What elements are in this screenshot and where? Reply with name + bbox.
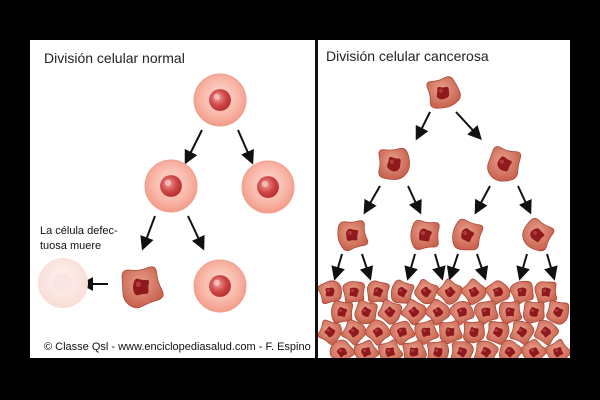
arrow-cancer-gen3-7 <box>516 253 530 281</box>
arrow-normal-2 <box>237 129 254 165</box>
normal-parent-cell <box>193 73 247 127</box>
arrow-normal-1 <box>184 129 203 165</box>
arrow-cancer-gen3-1 <box>331 253 345 281</box>
dying-cell-label: La célula defec- tuosa muere <box>40 225 118 252</box>
normal-granddaughter-cell <box>193 259 247 313</box>
cancer-cell-mass <box>449 301 475 326</box>
normal-daughter-cell-2 <box>241 160 295 214</box>
cancer-cell-mass <box>460 278 487 305</box>
cancer-cell-mass <box>450 341 474 358</box>
cancer-cell-mass <box>341 319 367 346</box>
cancer-cell-mass <box>534 319 559 346</box>
cancer-cell-mass <box>414 319 440 345</box>
arrow-cancer-gen3-3 <box>404 253 418 281</box>
panel-divider <box>315 40 318 358</box>
cancer-cell-mass <box>317 319 342 346</box>
cancer-cell-mass <box>331 300 354 324</box>
cancer-cell-mass <box>521 339 548 358</box>
cancer-cell-mass <box>427 340 450 358</box>
cancer-cell-mass <box>509 320 535 346</box>
cell-division-illustration <box>38 73 570 358</box>
credit-line: © Classe Qsl - www.enciclopediasalud.com… <box>44 341 311 353</box>
cancer-cell-mass <box>400 298 427 326</box>
cancer-cell-gen-3 <box>522 218 555 252</box>
cancer-cell-mass <box>378 339 404 358</box>
cancer-cell-mass <box>463 321 485 344</box>
cancer-cell-gen-2a <box>378 147 410 180</box>
cancer-cell-gen-1 <box>426 76 461 109</box>
cancer-division-title: División celular cancerosa <box>326 48 489 64</box>
arrow-cancer-gen3-4 <box>432 253 446 281</box>
cancer-cell-mass <box>436 278 463 305</box>
cancer-cell-gen-3 <box>337 220 369 252</box>
arrow-cancer-2 <box>455 111 482 141</box>
cancer-cell-mass <box>534 281 558 305</box>
cancer-cell-gen-3 <box>410 219 440 250</box>
arrow-cancer-6 <box>517 185 532 215</box>
cancer-cell-mass <box>390 279 415 304</box>
cancer-cell-mass <box>498 300 523 325</box>
defective-cell <box>121 266 164 309</box>
arrow-normal-4 <box>187 215 205 251</box>
cancer-cell-mass <box>402 340 427 358</box>
diagram-panel: División celular normal División celular… <box>30 40 570 358</box>
cancer-cell-mass <box>484 280 511 305</box>
cancer-cell-mass <box>389 320 416 346</box>
cancer-cell-mass <box>317 280 342 305</box>
cancer-cell-mass <box>509 280 534 305</box>
arrow-cancer-gen3-6 <box>474 253 489 281</box>
arrow-cancer-gen3-2 <box>359 253 374 281</box>
cancer-cell-mass <box>365 319 391 346</box>
arrow-cancer-1 <box>415 111 431 141</box>
cancer-cell-mass <box>424 298 451 326</box>
cancer-cell-mass <box>498 339 524 358</box>
cancer-cell-mass <box>354 299 378 325</box>
arrow-cancer-4 <box>407 185 422 215</box>
cancer-cell-mass <box>353 339 380 358</box>
arrow-cancer-3 <box>363 185 381 215</box>
cancer-cell-mass <box>414 279 439 305</box>
normal-division-title: División celular normal <box>44 50 185 66</box>
cancer-cell-mass <box>474 340 499 358</box>
cancer-cell-mass <box>545 339 570 358</box>
dying-cell <box>38 258 88 308</box>
cancer-cell-gen-3 <box>452 218 484 251</box>
cancer-cell-mass <box>439 320 463 344</box>
arrow-cancer-5 <box>474 185 491 215</box>
cancer-cell-mass <box>486 320 510 345</box>
cancer-cell-mass <box>377 299 403 325</box>
cancer-cell-mass <box>522 300 545 324</box>
arrow-cancer-gen3-5 <box>446 253 461 281</box>
arrow-normal-3 <box>140 215 156 251</box>
cancer-cell-mass <box>329 339 356 358</box>
cancer-cell-mass <box>546 300 570 325</box>
cancer-cell-gen-2b <box>487 146 522 182</box>
normal-daughter-cell-1 <box>144 159 198 213</box>
cancer-cell-mass <box>474 300 499 325</box>
arrow-cancer-gen3-8 <box>544 253 558 281</box>
